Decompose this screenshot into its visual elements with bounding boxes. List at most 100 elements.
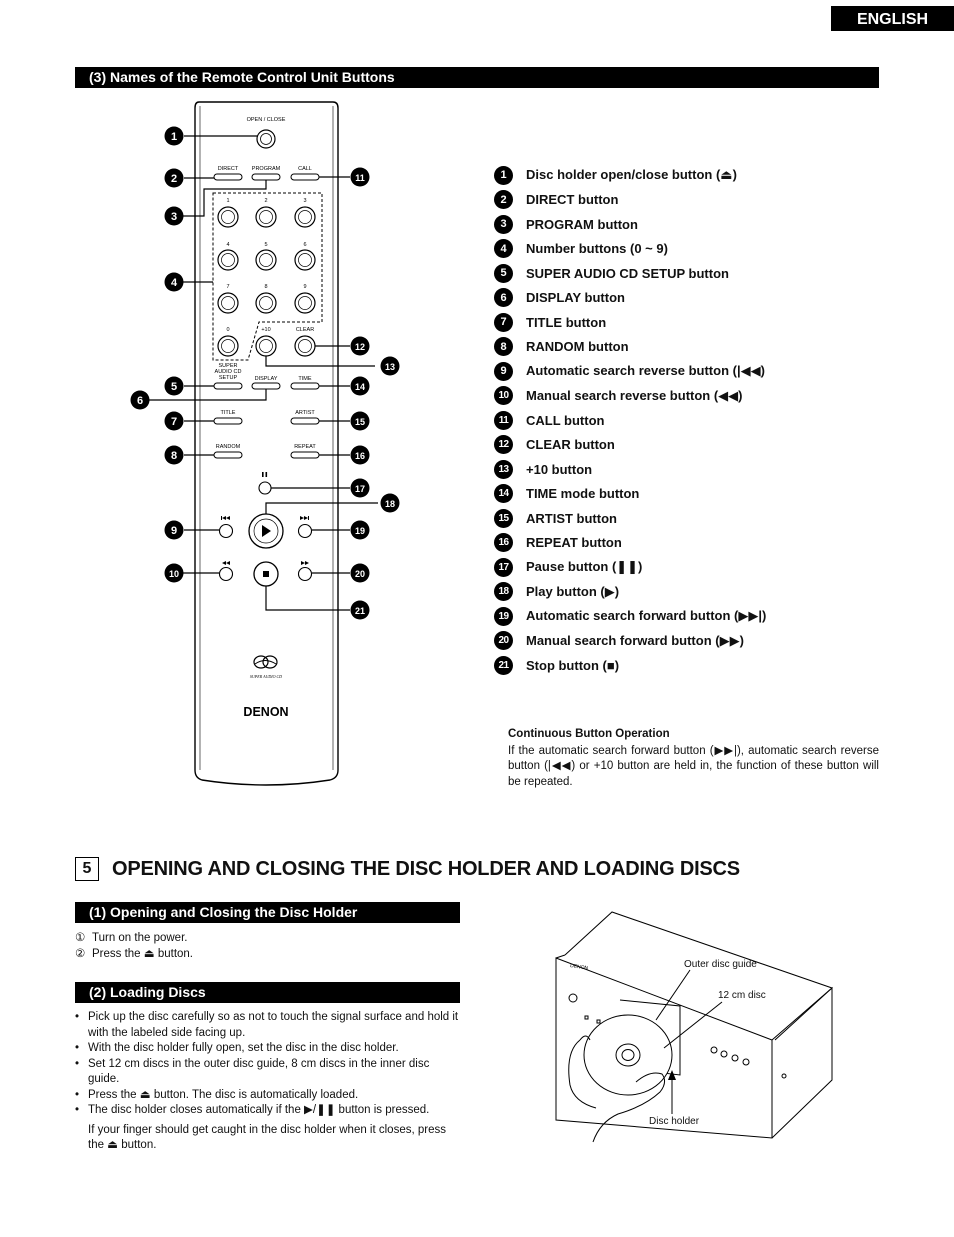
svg-text:19: 19 <box>355 526 365 536</box>
label-n5: 5 <box>264 242 267 248</box>
svg-text:SUPER AUDIO CD: SUPER AUDIO CD <box>250 674 282 679</box>
display-button[interactable] <box>251 382 281 390</box>
item-number: 20 <box>494 631 513 651</box>
open-close-button[interactable] <box>256 129 276 149</box>
clear-button[interactable] <box>294 335 316 357</box>
call-button[interactable] <box>290 173 320 181</box>
callout-2: 2 <box>164 168 184 188</box>
number-button-1[interactable] <box>217 206 239 228</box>
number-button-2[interactable] <box>255 206 277 228</box>
item-number: 1 <box>494 165 513 185</box>
item-label: CALL button <box>526 412 605 428</box>
step: ② Press the ⏏ button. <box>75 946 193 962</box>
number-button-3[interactable] <box>294 206 316 228</box>
artist-button[interactable] <box>290 417 320 425</box>
auto-search-forward-button[interactable] <box>297 523 313 539</box>
random-button[interactable] <box>213 451 243 459</box>
item-number: 6 <box>494 288 513 308</box>
number-button-8[interactable] <box>255 292 277 314</box>
svg-text:18: 18 <box>385 499 395 509</box>
item-label: +10 button <box>526 461 593 477</box>
number-button-0[interactable] <box>217 335 239 357</box>
item-number: 13 <box>494 459 513 479</box>
callout-12: 12 <box>350 336 370 356</box>
item-number: 16 <box>494 533 513 553</box>
loading-bullets: Pick up the disc carefully so as not to … <box>75 1010 460 1154</box>
program-button[interactable] <box>251 173 281 181</box>
svg-text:5: 5 <box>171 381 177 393</box>
subsection-title-opening: (1) Opening and Closing the Disc Holder <box>75 902 460 923</box>
item-label: CLEAR button <box>526 437 615 453</box>
continuous-text: If the automatic search forward button (… <box>508 744 879 788</box>
svg-text:16: 16 <box>355 451 365 461</box>
svg-text:2: 2 <box>171 173 177 185</box>
svg-text:8: 8 <box>171 450 177 462</box>
label-open-close: OPEN / CLOSE <box>247 117 286 123</box>
item-number: 18 <box>494 582 513 602</box>
number-button-4[interactable] <box>217 249 239 271</box>
item-label: SUPER AUDIO CD SETUP button <box>526 265 729 281</box>
item-number: 17 <box>494 557 513 577</box>
svg-text:1: 1 <box>171 131 177 143</box>
list-item: 6 DISPLAY button <box>494 286 766 311</box>
label-sacd-2: AUDIO CD <box>215 369 242 375</box>
remote-section-title: (3) Names of the Remote Control Unit But… <box>75 67 879 88</box>
item-label: PROGRAM button <box>526 216 638 232</box>
label-direct: DIRECT <box>218 166 239 172</box>
callout-20: 20 <box>350 563 370 583</box>
number-button-7[interactable] <box>217 292 239 314</box>
label-random: RANDOM <box>216 444 241 450</box>
list-item: 13 +10 button <box>494 457 766 482</box>
auto-search-reverse-button[interactable] <box>218 523 234 539</box>
label-sacd-1: SUPER <box>219 363 238 369</box>
label-plus10: +10 <box>261 327 270 333</box>
callout-15: 15 <box>350 411 370 431</box>
repeat-button[interactable] <box>290 451 320 459</box>
label-disc-holder: Disc holder <box>649 1116 700 1127</box>
callout-10: 10 <box>164 563 184 583</box>
label-n6: 6 <box>303 242 306 248</box>
plus10-button[interactable] <box>255 335 277 357</box>
list-item: 16 REPEAT button <box>494 531 766 556</box>
item-label: Disc holder open/close button (⏏) <box>526 167 737 183</box>
bullet-item: Press the ⏏ button. The disc is automati… <box>75 1088 460 1104</box>
sacd-setup-button[interactable] <box>213 382 243 390</box>
time-button[interactable] <box>290 382 320 390</box>
manual-search-forward-button[interactable] <box>297 566 313 582</box>
label-sacd-3: SETUP <box>219 375 238 381</box>
play-icon <box>262 525 271 537</box>
title-button[interactable] <box>213 417 243 425</box>
number-button-5[interactable] <box>255 249 277 271</box>
label-12cm-disc: 12 cm disc <box>718 990 766 1001</box>
item-label: DISPLAY button <box>526 290 625 306</box>
bullet-item: Set 12 cm discs in the outer disc guide,… <box>75 1057 460 1088</box>
item-label: REPEAT button <box>526 535 622 551</box>
label-artist: ARTIST <box>295 410 315 416</box>
direct-button[interactable] <box>213 173 243 181</box>
callout-16: 16 <box>350 445 370 465</box>
svg-text:6: 6 <box>137 395 143 407</box>
number-button-9[interactable] <box>294 292 316 314</box>
svg-text:15: 15 <box>355 417 365 427</box>
item-number: 10 <box>494 386 513 406</box>
step-number: ② <box>75 948 86 960</box>
callout-8: 8 <box>164 445 184 465</box>
item-label: Pause button (❚❚) <box>526 559 643 575</box>
disc-loading-illustration: DENON <box>555 911 833 1143</box>
pause-icon <box>262 472 268 477</box>
label-n2: 2 <box>264 198 267 204</box>
step-text: Press the ⏏ button. <box>92 948 194 960</box>
pause-button[interactable] <box>258 481 272 495</box>
item-label: DIRECT button <box>526 192 619 208</box>
number-button-6[interactable] <box>294 249 316 271</box>
item-label: RANDOM button <box>526 339 629 355</box>
manual-search-reverse-button[interactable] <box>218 566 234 582</box>
callout-6: 6 <box>130 390 150 410</box>
